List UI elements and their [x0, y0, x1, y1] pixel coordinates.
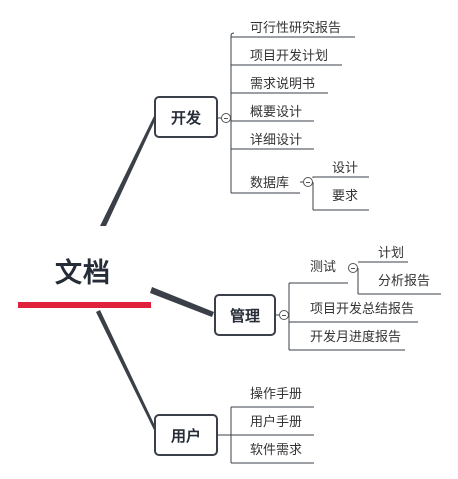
database-item-requirements[interactable]: 要求: [332, 189, 359, 204]
connector-root-mgmt: [150, 287, 214, 317]
branch-mgmt-label: 管理: [229, 306, 260, 325]
branch-user-label: 用户: [170, 426, 201, 445]
mgmt-item-test[interactable]: 测试: [310, 260, 337, 275]
mgmt-item-summary[interactable]: 项目开发总结报告: [310, 302, 415, 317]
user-item-operation-manual[interactable]: 操作手册: [250, 387, 303, 402]
user-item-user-manual[interactable]: 用户手册: [250, 415, 303, 430]
dev-item-outline-design[interactable]: 概要设计: [250, 105, 303, 120]
database-item-design[interactable]: 设计: [332, 161, 359, 176]
connector-root-user: [96, 310, 156, 430]
collapse-database-icon[interactable]: [303, 177, 313, 187]
user-item-software-req[interactable]: 软件需求: [250, 443, 303, 458]
dev-item-requirements[interactable]: 需求说明书: [250, 77, 316, 92]
branch-dev[interactable]: 开发: [154, 96, 218, 138]
connector-test-spine: [357, 261, 441, 295]
test-item-analysis[interactable]: 分析报告: [378, 274, 431, 289]
root-underline: [18, 302, 151, 308]
dev-item-database[interactable]: 数据库: [250, 176, 290, 191]
dev-item-feasibility[interactable]: 可行性研究报告: [250, 21, 342, 36]
connector-dev-spine: [230, 32, 235, 193]
branch-user[interactable]: 用户: [154, 414, 218, 456]
branch-dev-label: 开发: [170, 108, 201, 127]
collapse-test-icon[interactable]: [348, 263, 358, 273]
test-item-plan[interactable]: 计划: [378, 246, 405, 261]
collapse-dev-icon[interactable]: [221, 113, 231, 123]
connector-root-dev: [100, 112, 158, 226]
branch-mgmt[interactable]: 管理: [214, 294, 276, 336]
mgmt-item-monthly[interactable]: 开发月进度报告: [310, 330, 402, 345]
dev-item-plan[interactable]: 项目开发计划: [250, 49, 329, 64]
connector-db-spine: [312, 176, 369, 211]
root-title[interactable]: 文档: [55, 258, 111, 289]
dev-item-detail-design[interactable]: 详细设计: [250, 133, 303, 148]
collapse-mgmt-icon[interactable]: [279, 310, 289, 320]
